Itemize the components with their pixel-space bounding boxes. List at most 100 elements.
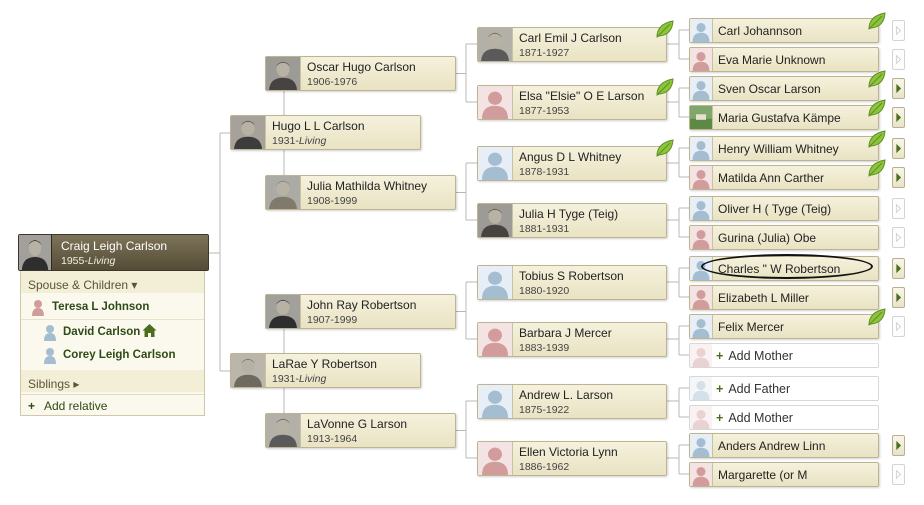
root-person-photo (19, 235, 52, 270)
male-silhouette-icon (690, 19, 713, 42)
person-name: Angus D L Whitney (519, 150, 622, 164)
person-photo (231, 116, 266, 149)
gen4-person-card[interactable]: Gurina (Julia) Obe (689, 225, 879, 250)
person-name: Anders Andrew Linn (718, 439, 826, 453)
leaf-hint-icon[interactable] (867, 130, 887, 148)
leaf-hint-icon[interactable] (655, 78, 675, 96)
right-arrow-icon[interactable] (892, 227, 905, 248)
person-name: Elsa "Elsie" O E Larson (519, 89, 645, 103)
leaf-hint-icon[interactable] (867, 12, 887, 30)
right-arrow-icon[interactable] (892, 258, 905, 279)
leaf-hint-icon[interactable] (867, 159, 887, 177)
person-photo (266, 176, 301, 209)
right-arrow-icon[interactable] (892, 78, 905, 99)
child-row-david[interactable]: David Carlson (21, 319, 204, 344)
add-parent-button[interactable]: +Add Mother (689, 405, 879, 430)
plus-icon: + (28, 399, 36, 413)
gen4-person-card[interactable]: Anders Andrew Linn (689, 433, 879, 458)
gen3-person-card[interactable]: Angus D L Whitney 1878-1931 (477, 146, 667, 181)
right-arrow-icon[interactable] (892, 316, 905, 337)
right-arrow-icon[interactable] (892, 287, 905, 308)
male-silhouette-icon (690, 434, 713, 457)
male-silhouette-icon (478, 266, 513, 299)
person-photo (478, 28, 513, 61)
right-arrow-icon[interactable] (892, 20, 905, 41)
person-name: Gurina (Julia) Obe (718, 231, 817, 245)
gen4-person-card[interactable]: Sven Oscar Larson (689, 76, 879, 101)
right-arrow-icon[interactable] (892, 435, 905, 456)
gen4-person-card[interactable]: Maria Gustafva Kämpe (689, 105, 879, 130)
gen4-person-card[interactable]: Margarette (or M (689, 462, 879, 487)
male-silhouette-icon (478, 147, 513, 180)
right-arrow-icon[interactable] (892, 167, 905, 188)
gen2-person-card[interactable]: LaVonne G Larson 1913-1964 (265, 413, 456, 448)
spouse-row[interactable]: Teresa L Johnson (21, 295, 204, 319)
person-name: Andrew L. Larson (519, 388, 614, 402)
plus-icon: + (716, 411, 724, 425)
person-name: Carl Emil J Carlson (519, 31, 622, 45)
person-name: LaRae Y Robertson (272, 357, 377, 371)
add-parent-label: +Add Father (716, 382, 791, 396)
gen4-person-card[interactable]: Eva Marie Unknown (689, 47, 879, 72)
add-parent-label: +Add Mother (716, 411, 793, 425)
gen3-person-card[interactable]: Julia H Tyge (Teig)1881-1931 (477, 203, 667, 238)
person-dates: 1881-1931 (519, 223, 570, 235)
person-name: LaVonne G Larson (307, 417, 408, 431)
person-dates: 1886-1962 (519, 461, 570, 473)
male-silhouette-icon (690, 137, 713, 160)
person-dates: 1907-1999 (307, 314, 358, 326)
gen4-person-card[interactable]: Carl Johannson (689, 18, 879, 43)
living-status: Living (298, 135, 327, 147)
right-arrow-icon[interactable] (892, 107, 905, 128)
person-name: Tobius S Robertson (519, 269, 624, 283)
right-arrow-icon[interactable] (892, 49, 905, 70)
child-row-corey[interactable]: Corey Leigh Carlson (21, 343, 204, 367)
leaf-hint-icon[interactable] (655, 139, 675, 157)
add-parent-button[interactable]: +Add Mother (689, 343, 879, 368)
gen4-person-card[interactable]: Charles " W Robertson (689, 256, 879, 281)
right-arrow-icon[interactable] (892, 198, 905, 219)
gen4-person-card[interactable]: Felix Mercer (689, 314, 879, 339)
person-dates: 1913-1964 (307, 433, 358, 445)
plus-icon: + (716, 349, 724, 363)
person-dates: 1931-Living (272, 373, 326, 385)
right-arrow-icon[interactable] (892, 464, 905, 485)
spouse-children-toggle[interactable]: Spouse & Children ▾ (21, 271, 204, 293)
person-name: Margarette (or M (718, 468, 808, 482)
person-name: Sven Oscar Larson (718, 82, 821, 96)
male-silhouette-icon (43, 347, 57, 364)
gen4-person-card[interactable]: Elizabeth L Miller (689, 285, 879, 310)
person-photo (266, 414, 301, 447)
leaf-hint-icon[interactable] (867, 70, 887, 88)
add-relative-button[interactable]: + Add relative (21, 394, 204, 417)
gen1-person-card[interactable]: LaRae Y Robertson 1931-Living (230, 353, 421, 388)
root-person-card[interactable]: Craig Leigh Carlson 1955-Living (18, 234, 209, 271)
leaf-hint-icon[interactable] (867, 99, 887, 117)
female-silhouette-icon (690, 166, 713, 189)
siblings-toggle[interactable]: Siblings ▸ (21, 370, 204, 392)
add-parent-button[interactable]: +Add Father (689, 376, 879, 401)
gen4-person-card[interactable]: Henry William Whitney (689, 136, 879, 161)
birth-year: 1931- (272, 135, 299, 147)
leaf-hint-icon[interactable] (655, 20, 675, 38)
person-name: Charles " W Robertson (718, 262, 841, 276)
right-arrow-icon[interactable] (892, 138, 905, 159)
gen4-person-card[interactable]: Oliver H ( Tyge (Teig) (689, 196, 879, 221)
person-dates: 1908-1999 (307, 195, 358, 207)
person-dates: 1878-1931 (519, 166, 570, 178)
person-name: Carl Johannson (718, 24, 803, 38)
leaf-hint-icon[interactable] (867, 308, 887, 326)
person-photo (266, 295, 301, 328)
gen4-person-card[interactable]: Matilda Ann Carther (689, 165, 879, 190)
